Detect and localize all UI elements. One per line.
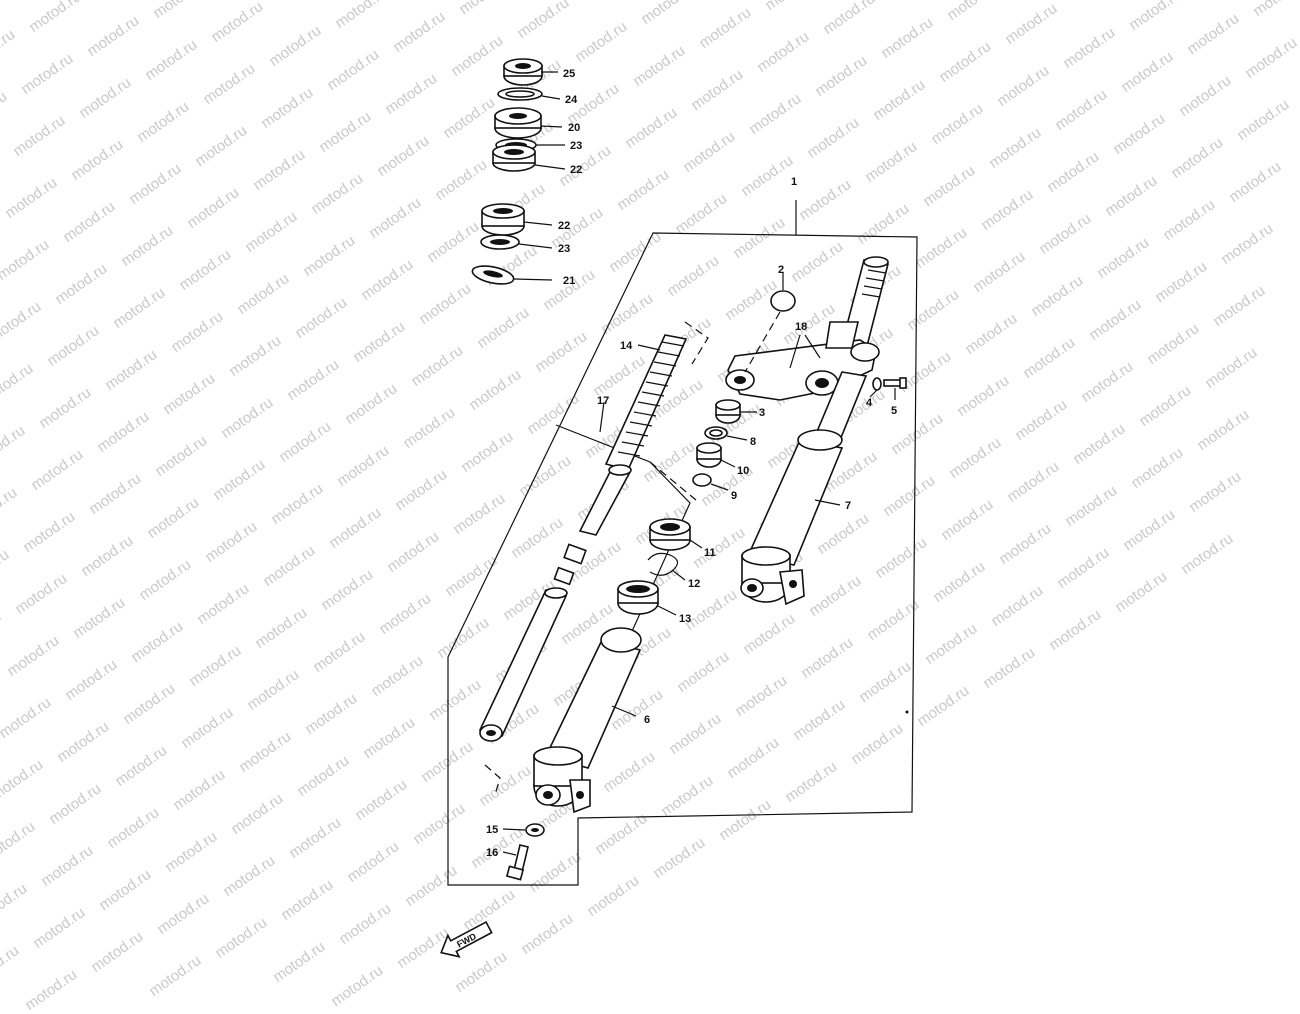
callout-3: 3: [759, 407, 765, 419]
callout-2: 2: [778, 264, 784, 276]
callout-23b: 23: [558, 243, 570, 255]
outer-tube-6: [533, 627, 642, 814]
dust-seal-13: [617, 580, 659, 615]
leader-24: [541, 95, 561, 100]
leader-10: [720, 459, 736, 468]
damper-group-dashed-edge: [649, 461, 697, 501]
callout-12: 12: [688, 578, 700, 590]
damper-rod-17: [553, 464, 632, 586]
bolt-5: [883, 377, 907, 389]
leader-13: [657, 605, 677, 616]
callout-6: 6: [644, 714, 650, 726]
leader-21: [513, 278, 553, 281]
leader-14: [637, 344, 661, 351]
callout-25: 25: [563, 68, 575, 80]
leader-18b: [804, 334, 821, 359]
spring-group-dashed-edge: [684, 321, 709, 365]
leader-20: [540, 125, 563, 128]
leader-22a: [534, 164, 566, 170]
callout-20: 20: [568, 122, 580, 134]
callout-8: 8: [750, 436, 756, 448]
leader-23b: [518, 243, 553, 249]
washer-15: [525, 823, 545, 837]
leader-6: [611, 705, 637, 717]
callout-24: 24: [565, 94, 578, 106]
inner-tube-left: [478, 587, 568, 742]
leader-15: [502, 828, 526, 831]
leader-11: [689, 539, 703, 549]
forward-arrow-icon: FWD: [440, 920, 493, 958]
race-22-lower: [481, 203, 525, 236]
callout-21: 21: [563, 275, 575, 287]
callout-23a: 23: [570, 140, 582, 152]
leader-12: [671, 569, 686, 581]
washer-4: [872, 377, 882, 391]
bearing-23-lower: [480, 234, 520, 250]
leader-9: [710, 483, 729, 491]
callout-15: 15: [486, 824, 498, 836]
cap-2: [770, 290, 796, 312]
washer-24: [497, 87, 543, 101]
callout-14: 14: [620, 340, 633, 352]
callout-22a: 22: [570, 164, 582, 176]
leader-4: [869, 389, 878, 398]
callout-22b: 22: [558, 220, 570, 232]
fork-spring-14: [604, 334, 688, 471]
leader-17: [599, 401, 605, 433]
outer-tube-7: [740, 429, 844, 606]
callout-16: 16: [486, 847, 498, 859]
stray-dot: [905, 710, 909, 714]
callout-7: 7: [845, 500, 851, 512]
callout-11: 11: [704, 547, 716, 559]
oil-seal-11: [649, 518, 691, 551]
dust-seal-21: [471, 265, 515, 285]
callout-5: 5: [891, 405, 897, 417]
bolt-16: [505, 844, 529, 881]
race-22-upper: [492, 144, 536, 172]
leader-7: [814, 499, 841, 506]
leader-22b: [523, 221, 553, 226]
damper-rod-holder-10: [696, 442, 722, 468]
cap-axis: [744, 311, 781, 373]
callout-17: 17: [597, 395, 609, 407]
cap-3: [715, 399, 741, 424]
callout-10: 10: [737, 465, 749, 477]
leader-8: [726, 435, 748, 441]
callout-13: 13: [679, 613, 691, 625]
callout-4: 4: [866, 397, 873, 409]
ring-nut-20: [494, 107, 542, 139]
leader-16: [502, 851, 517, 856]
front-fork-exploded-diagram: 25 24 20 23 22 22 23 21 1 2 18 14 17 3 8…: [440, 58, 918, 958]
o-ring-8: [704, 426, 728, 440]
leader-18a: [789, 334, 801, 369]
lower-group-dashed-edge: [484, 764, 501, 796]
ring-9: [692, 473, 712, 487]
callout-9: 9: [731, 490, 737, 502]
callout-1: 1: [791, 176, 797, 188]
locknut-25: [503, 58, 543, 86]
circlip-12: [647, 552, 679, 576]
callout-18: 18: [795, 321, 807, 333]
fork-assembly-outline: [447, 232, 918, 886]
